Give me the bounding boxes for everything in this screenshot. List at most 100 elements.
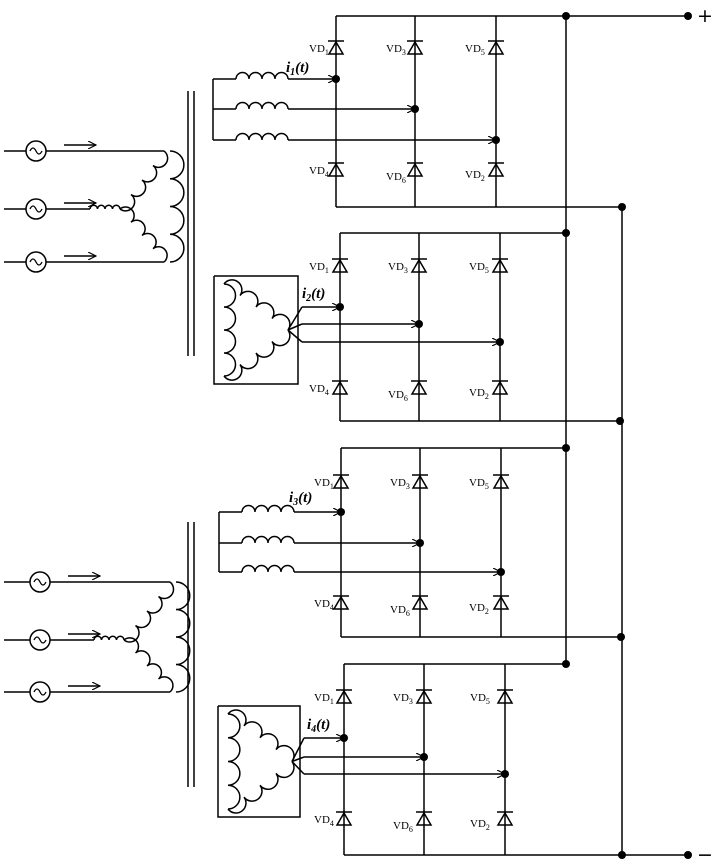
ac-source-icon bbox=[30, 630, 50, 650]
diode-label-prefix: VD bbox=[314, 598, 330, 610]
diode-label: VD4 bbox=[314, 598, 334, 612]
diode-label-prefix: VD bbox=[309, 383, 325, 395]
primary-winding-coil bbox=[94, 636, 124, 640]
current-time-arg: (t) bbox=[298, 490, 312, 506]
coil-turns bbox=[94, 636, 124, 640]
primary-winding-coil bbox=[124, 634, 177, 692]
diode-label-prefix: VD bbox=[309, 165, 325, 177]
diode-label-number: 6 bbox=[404, 394, 408, 403]
diode-label: VD2 bbox=[470, 818, 490, 832]
diode-label: VD6 bbox=[388, 389, 408, 403]
diode-label-prefix: VD bbox=[465, 169, 481, 181]
primary-winding-coil bbox=[120, 151, 171, 215]
junction-dot bbox=[411, 105, 419, 113]
junction-dot bbox=[684, 12, 692, 20]
diode-label: VD1 bbox=[314, 692, 334, 706]
primary-winding-coil bbox=[124, 582, 177, 646]
diode-label: VD6 bbox=[386, 171, 406, 185]
delta-winding-coil bbox=[228, 762, 298, 818]
diode-label: VD2 bbox=[469, 387, 489, 401]
diode-label-number: 6 bbox=[406, 609, 410, 618]
diode-label-number: 1 bbox=[330, 482, 334, 491]
diode-label: VD5 bbox=[470, 692, 490, 706]
junction-dot bbox=[420, 753, 428, 761]
diode-label-number: 2 bbox=[485, 607, 489, 616]
diode-label-prefix: VD bbox=[314, 692, 330, 704]
junction-dot bbox=[332, 75, 340, 83]
diode-label-prefix: VD bbox=[393, 820, 409, 832]
diode-label-number: 4 bbox=[330, 603, 334, 612]
diode-label-prefix: VD bbox=[390, 477, 406, 489]
diode-label-prefix: VD bbox=[469, 387, 485, 399]
diode-label: VD3 bbox=[393, 692, 413, 706]
delta-winding-coil bbox=[228, 714, 240, 809]
phase-current-label: i4(t) bbox=[307, 717, 330, 735]
diode-label-prefix: VD bbox=[470, 692, 486, 704]
secondary-winding-coil bbox=[242, 506, 294, 512]
diode-label-number: 3 bbox=[404, 266, 408, 275]
positive-terminal: + bbox=[697, 5, 713, 27]
junction-dot bbox=[618, 851, 626, 859]
diode-label-number: 2 bbox=[481, 174, 485, 183]
diode-label-number: 2 bbox=[486, 823, 490, 832]
diode-label: VD3 bbox=[386, 43, 406, 57]
primary-winding-coil bbox=[170, 151, 184, 262]
phase-current-label: i1(t) bbox=[286, 60, 309, 78]
junction-dot bbox=[336, 303, 344, 311]
ac-source-icon bbox=[30, 572, 50, 592]
diode-label: VD4 bbox=[309, 383, 329, 397]
junction-dot bbox=[616, 417, 624, 425]
junction-dot bbox=[684, 851, 692, 859]
secondary-winding-coil bbox=[242, 566, 294, 573]
diode-label-number: 5 bbox=[485, 482, 489, 491]
junction-dot bbox=[415, 320, 423, 328]
coil-turns bbox=[120, 204, 171, 263]
secondary-winding-coil bbox=[242, 537, 294, 543]
diode-label-number: 6 bbox=[409, 825, 413, 834]
diode-label-number: 4 bbox=[325, 388, 329, 397]
diode-label: VD2 bbox=[469, 602, 489, 616]
diode-label-prefix: VD bbox=[390, 604, 406, 616]
diode-label-prefix: VD bbox=[314, 477, 330, 489]
diode-label-number: 3 bbox=[406, 482, 410, 491]
primary-winding-coil bbox=[120, 204, 171, 263]
diode-label-number: 5 bbox=[481, 48, 485, 57]
diode-label-number: 1 bbox=[325, 48, 329, 57]
junction-dot bbox=[496, 338, 504, 346]
junction-dot bbox=[337, 508, 345, 516]
delta-winding-coil bbox=[228, 706, 298, 762]
negative-terminal: − bbox=[697, 844, 713, 866]
junction-dot bbox=[416, 539, 424, 547]
diode-label-prefix: VD bbox=[386, 43, 402, 55]
junction-dot bbox=[501, 770, 509, 778]
ac-source-icon bbox=[26, 252, 46, 272]
diode-label: VD5 bbox=[469, 261, 489, 275]
diode-label: VD1 bbox=[309, 261, 329, 275]
diode-label: VD3 bbox=[388, 261, 408, 275]
current-time-arg: (t) bbox=[311, 286, 325, 302]
secondary-winding-coil bbox=[236, 134, 288, 141]
coil-turns bbox=[120, 151, 171, 215]
diode-label-prefix: VD bbox=[470, 818, 486, 830]
junction-dot bbox=[562, 444, 570, 452]
diode-label: VD3 bbox=[390, 477, 410, 491]
diode-label-prefix: VD bbox=[388, 389, 404, 401]
diode-label-number: 3 bbox=[409, 697, 413, 706]
diode-label-prefix: VD bbox=[465, 43, 481, 55]
junction-dot bbox=[562, 12, 570, 20]
diode-label-number: 5 bbox=[486, 697, 490, 706]
diode-label-prefix: VD bbox=[386, 171, 402, 183]
diode-label-prefix: VD bbox=[309, 261, 325, 273]
diode-label: VD6 bbox=[393, 820, 413, 834]
junction-dot bbox=[492, 136, 500, 144]
secondary-winding-coil bbox=[236, 73, 288, 80]
delta-winding-coil bbox=[224, 284, 236, 376]
junction-dot bbox=[562, 229, 570, 237]
diode-label-prefix: VD bbox=[469, 477, 485, 489]
coil-turns bbox=[228, 762, 298, 818]
diode-label: VD2 bbox=[465, 169, 485, 183]
diode-label-prefix: VD bbox=[393, 692, 409, 704]
diode-label-prefix: VD bbox=[469, 261, 485, 273]
secondary-winding-coil bbox=[236, 103, 288, 109]
